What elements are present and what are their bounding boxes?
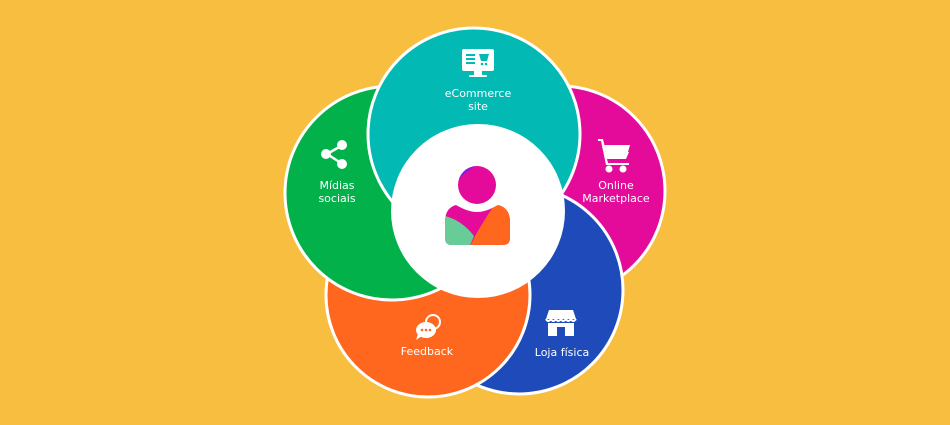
ecommerce-label-line1: eCommerce bbox=[445, 87, 512, 100]
share-icon bbox=[321, 140, 347, 169]
ecommerce-label-line2: site bbox=[468, 100, 488, 113]
marketplace-label-line2: Marketplace bbox=[582, 192, 650, 205]
monitor-cart-icon bbox=[462, 49, 494, 77]
chat-bubbles-icon bbox=[416, 314, 441, 340]
storefront-icon bbox=[545, 310, 577, 336]
marketplace-label-line1: Online bbox=[598, 179, 634, 192]
feedback-label: Feedback bbox=[401, 345, 454, 358]
social-label-line1: Mídias bbox=[319, 179, 354, 192]
store-label: Loja física bbox=[535, 346, 589, 359]
shopping-cart-icon bbox=[598, 139, 630, 173]
center-circle bbox=[391, 124, 565, 298]
social-label-line2: sociais bbox=[318, 192, 355, 205]
